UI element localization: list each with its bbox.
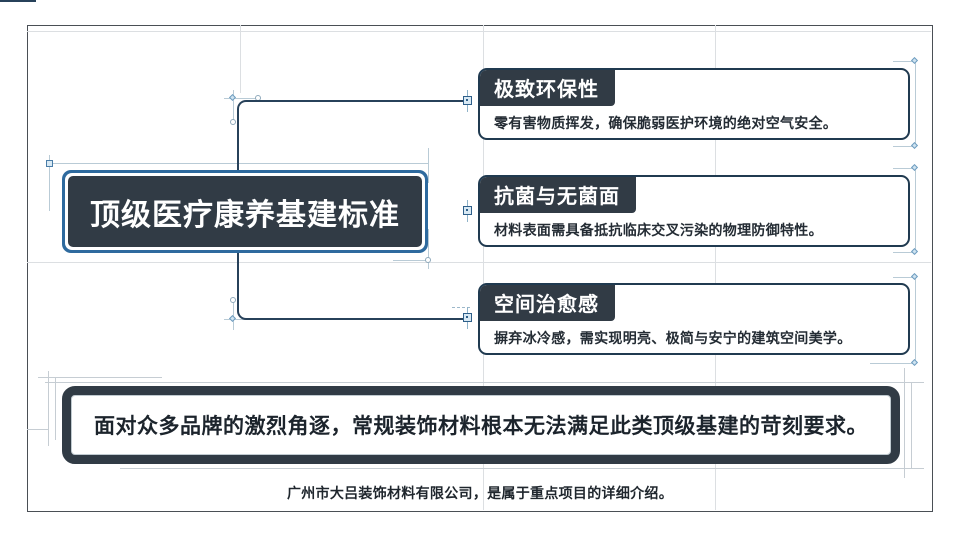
- connector-elbow-top: [237, 100, 466, 172]
- connector-elbow-bottom: [237, 252, 466, 320]
- sketch-line: [904, 368, 905, 478]
- circle-marker-icon: [230, 297, 236, 303]
- dimension-line: [915, 61, 916, 146]
- dimension-line: [428, 148, 429, 183]
- dimension-line: [915, 168, 916, 252]
- card-healing-space-title: 空间治愈感: [480, 285, 615, 321]
- card-environmental: 极致环保性 零有害物质挥发，确保脆弱医护环境的绝对空气安全。: [478, 68, 910, 140]
- footer-caption: 广州市大吕装饰材料有限公司，是属于重点项目的详细介绍。: [286, 485, 674, 501]
- dimension-tick: [893, 146, 916, 147]
- sketch-line: [45, 382, 924, 383]
- dimension-tick: [870, 363, 916, 364]
- card-environmental-title: 极致环保性: [480, 70, 615, 106]
- dimension-tick: [893, 277, 916, 278]
- crosshair-line: [224, 98, 259, 99]
- dimension-tick: [893, 61, 916, 62]
- main-title-label: 顶级医疗康养基建标准: [90, 198, 400, 232]
- main-title-node-fill: 顶级医疗康养基建标准: [68, 176, 422, 247]
- sketch-line: [55, 377, 56, 440]
- card-healing-space: 空间治愈感 摒弃冰冷感，需实现明亮、极简与安宁的建筑空间美学。: [478, 283, 910, 355]
- card-antibacterial-desc: 材料表面需具备抵抗临床交叉污染的物理防御特性。: [494, 222, 823, 238]
- gridline-vertical-center: [483, 25, 484, 510]
- sketch-line: [38, 377, 162, 378]
- sketch-line: [120, 468, 924, 469]
- card-environmental-desc: 零有害物质挥发，确保脆弱医护环境的绝对空气安全。: [494, 115, 838, 131]
- dashed-tick: [452, 307, 470, 308]
- dimension-line: [49, 155, 50, 211]
- statement-text: 面对众多品牌的激烈角逐，常规装饰材料根本无法满足此类顶级基建的苛刻要求。: [94, 415, 868, 438]
- circle-marker-icon: [230, 119, 236, 125]
- gridline-vertical-right: [715, 25, 716, 510]
- dimension-tick: [893, 168, 916, 169]
- main-title-node-inner: 顶级医疗康养基建标准: [65, 173, 425, 250]
- handle-square-icon: [46, 160, 53, 167]
- crosshair-line: [224, 319, 254, 320]
- sketch-line: [911, 382, 912, 468]
- gridline-horizontal-top: [27, 31, 931, 32]
- gridline-horizontal-middle: [27, 262, 931, 263]
- connector-node-icon: [463, 313, 472, 322]
- connector-node-icon: [463, 206, 472, 215]
- circle-marker-icon: [425, 257, 431, 263]
- statement-banner: 面对众多品牌的激烈角逐，常规装饰材料根本无法满足此类顶级基建的苛刻要求。: [62, 386, 900, 464]
- outer-frame: [27, 25, 933, 512]
- card-healing-space-desc: 摒弃冰冷感，需实现明亮、极简与安宁的建筑空间美学。: [494, 330, 852, 346]
- sketch-line: [48, 371, 49, 446]
- crosshair-line: [233, 90, 234, 123]
- card-antibacterial: 抗菌与无菌面 材料表面需具备抵抗临床交叉污染的物理防御特性。: [478, 175, 910, 247]
- dimension-tick: [893, 252, 916, 253]
- sketch-line: [27, 429, 49, 430]
- dimension-line: [393, 260, 428, 261]
- dimension-line: [915, 277, 916, 363]
- card-antibacterial-title: 抗菌与无菌面: [480, 177, 636, 213]
- connector-middle: [0, 0, 36, 2]
- gridline-vertical-left-stub: [240, 25, 241, 93]
- dimension-line: [428, 229, 429, 269]
- connector-node-icon: [463, 96, 472, 105]
- main-title-node: 顶级医疗康养基建标准: [62, 170, 428, 253]
